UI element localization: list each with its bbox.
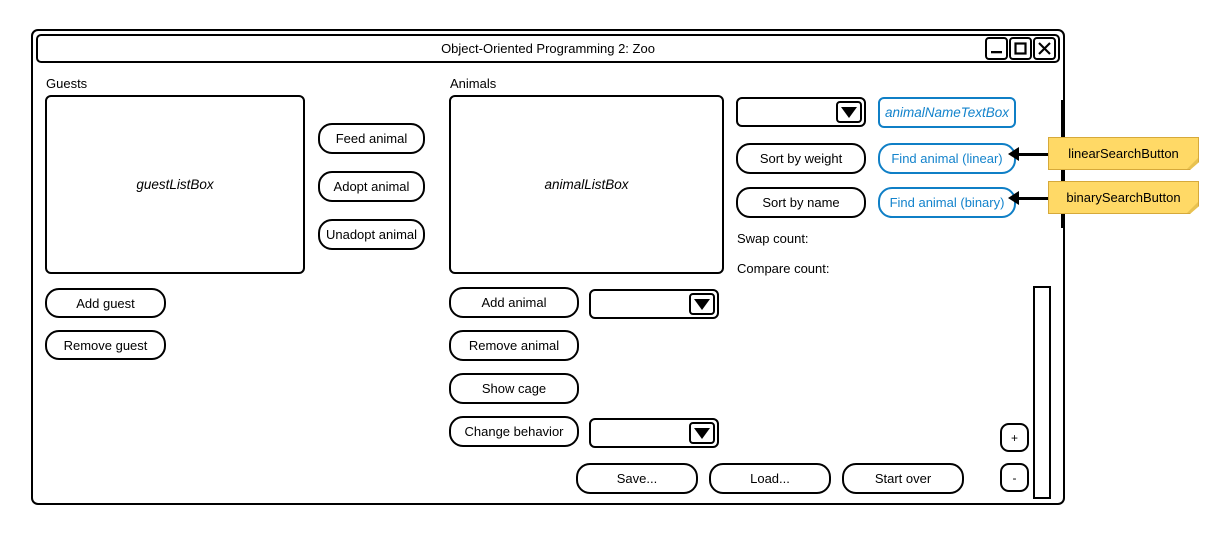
dropdown-arrow-button[interactable] xyxy=(836,101,862,123)
animal-list-box-placeholder: animalListBox xyxy=(544,177,629,192)
find-animal-binary-button[interactable]: Find animal (binary) xyxy=(878,187,1016,218)
animal-name-text-box[interactable]: animalNameTextBox xyxy=(878,97,1016,128)
guest-list-box-placeholder: guestListBox xyxy=(136,177,214,192)
dropdown-arrow-button[interactable] xyxy=(689,422,715,444)
compare-count-label: Compare count: xyxy=(737,261,830,276)
chevron-down-icon xyxy=(694,298,710,310)
note-fold-corner-icon xyxy=(1187,202,1198,213)
change-behavior-dropdown[interactable] xyxy=(589,418,719,448)
minimize-button[interactable] xyxy=(985,37,1008,60)
vertical-scrollbar[interactable] xyxy=(1033,286,1051,499)
title-bar: Object-Oriented Programming 2: Zoo xyxy=(36,34,1060,63)
chevron-down-icon xyxy=(841,106,857,118)
swap-count-label: Swap count: xyxy=(737,231,809,246)
annotation-note-linear-search-label: linearSearchButton xyxy=(1068,146,1179,161)
chevron-down-icon xyxy=(694,427,710,439)
annotation-arrowhead-linear xyxy=(1008,147,1019,161)
zoom-out-label: - xyxy=(1012,470,1017,485)
zoom-out-button[interactable]: - xyxy=(1000,463,1029,492)
start-over-button[interactable]: Start over xyxy=(842,463,964,494)
adopt-animal-button[interactable]: Adopt animal xyxy=(318,171,425,202)
zoom-in-button[interactable]: + xyxy=(1000,423,1029,452)
annotation-note-binary-search-label: binarySearchButton xyxy=(1066,190,1181,205)
note-fold-corner-icon xyxy=(1187,158,1198,169)
show-cage-button[interactable]: Show cage xyxy=(449,373,579,404)
animal-name-text-box-value: animalNameTextBox xyxy=(884,105,1010,120)
change-behavior-button[interactable]: Change behavior xyxy=(449,416,579,447)
close-button[interactable] xyxy=(1033,37,1056,60)
window-controls xyxy=(985,37,1056,60)
annotation-arrow-line-binary xyxy=(1014,197,1056,200)
zoom-in-label: + xyxy=(1010,430,1018,445)
guest-list-box[interactable]: guestListBox xyxy=(45,95,305,274)
close-icon xyxy=(1038,42,1051,55)
minimize-icon xyxy=(991,51,1002,54)
add-animal-button[interactable]: Add animal xyxy=(449,287,579,318)
animal-select-dropdown[interactable] xyxy=(736,97,866,127)
maximize-button[interactable] xyxy=(1009,37,1032,60)
animal-list-box[interactable]: animalListBox xyxy=(449,95,724,274)
annotation-note-binary-search: binarySearchButton xyxy=(1048,181,1199,214)
save-button[interactable]: Save... xyxy=(576,463,698,494)
add-guest-button[interactable]: Add guest xyxy=(45,288,166,318)
find-animal-linear-button[interactable]: Find animal (linear) xyxy=(878,143,1016,174)
feed-animal-button[interactable]: Feed animal xyxy=(318,123,425,154)
application-window: Object-Oriented Programming 2: Zoo Guest… xyxy=(31,29,1065,505)
annotation-arrowhead-binary xyxy=(1008,191,1019,205)
remove-guest-button[interactable]: Remove guest xyxy=(45,330,166,360)
dropdown-arrow-button[interactable] xyxy=(689,293,715,315)
guests-heading: Guests xyxy=(46,76,88,91)
remove-animal-button[interactable]: Remove animal xyxy=(449,330,579,361)
load-button[interactable]: Load... xyxy=(709,463,831,494)
sort-by-name-button[interactable]: Sort by name xyxy=(736,187,866,218)
add-animal-type-dropdown[interactable] xyxy=(589,289,719,319)
maximize-icon xyxy=(1014,42,1027,55)
sort-by-weight-button[interactable]: Sort by weight xyxy=(736,143,866,174)
annotation-note-linear-search: linearSearchButton xyxy=(1048,137,1199,170)
unadopt-animal-button[interactable]: Unadopt animal xyxy=(318,219,425,250)
animals-heading: Animals xyxy=(450,76,497,91)
annotation-arrow-line-linear xyxy=(1014,153,1056,156)
window-title: Object-Oriented Programming 2: Zoo xyxy=(441,41,655,56)
